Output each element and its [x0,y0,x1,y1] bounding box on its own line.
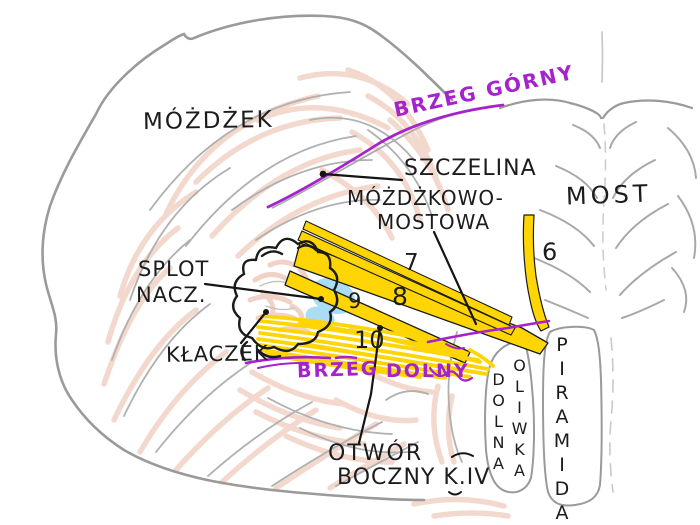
margin-lines-purple [244,103,551,382]
pyramid-shape [541,325,603,507]
label-nerve6: 6 [542,238,558,266]
label-fissure-line3: MOSTOWA [377,210,491,234]
label-inferior-olive-word2: OLIWKA [510,356,529,482]
label-nerve10: 10 [354,326,385,354]
label-lower-margin-word2: DOLNY [386,360,470,382]
label-cerebellum: MÓŻDŻEK [142,106,275,136]
label-nerve8: 8 [392,282,408,311]
nerve-6-band [522,214,550,332]
label-inferior-olive-word1: DOLNA [489,370,508,475]
upper-margin-line [266,103,505,209]
pointer-lines [203,170,478,496]
label-plexus-line1: SPLOT [138,257,210,281]
label-aperture-line2: BOCZNY K.IV [337,465,491,490]
label-nerve9: 9 [348,289,362,313]
label-flocculus: KŁACZEK [165,341,269,367]
cerebellum-folia-pink [101,67,511,519]
nerve-10-rootlets [256,314,495,380]
cranial-nerve-bands [256,214,550,380]
pons-sketch [498,31,697,319]
cerebellum-outline [41,14,454,502]
label-pons: MOST [565,179,652,211]
label-pyramid: PIRAMIDA [551,334,573,525]
lower-margin-line [244,319,551,382]
label-nerve7: 7 [404,250,419,276]
nerve-7-band-b [297,230,516,336]
flocculus-cloud-outline [232,237,339,362]
label-aperture-line1: OTWÓR [328,441,424,466]
label-plexus-line2: NACZ. [136,283,207,307]
label-fissure-line2: MÓŻDŻKOWO- [347,186,504,210]
label-lower-margin-word1: BRZEG [296,357,379,383]
label-fissure-line1: SZCZELINA [404,156,537,181]
